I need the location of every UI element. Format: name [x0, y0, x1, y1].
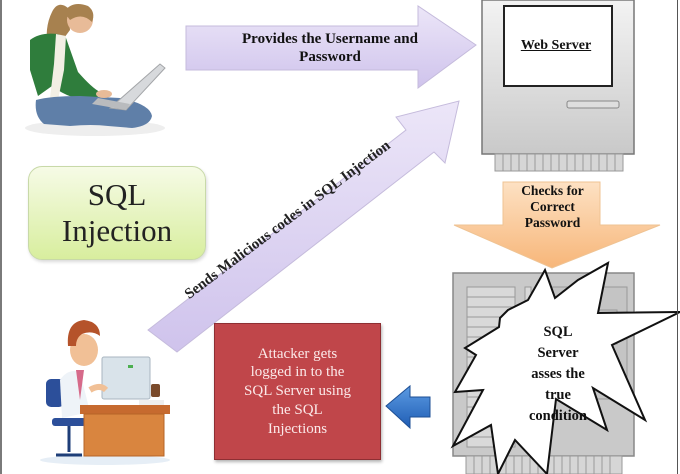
- label-line: Correct: [530, 199, 575, 215]
- arrow-checks-password-label: Checks for Correct Password: [505, 183, 600, 232]
- result-line: the SQL: [272, 401, 323, 418]
- label-line: asses the: [531, 366, 585, 383]
- label-line: true: [545, 387, 571, 404]
- result-line: Injections: [267, 420, 328, 437]
- attacker-result-box: Attacker gets logged in to the SQL Serve…: [214, 323, 381, 460]
- label-line: Checks for: [521, 183, 584, 198]
- label-line: Password: [524, 215, 581, 231]
- sql-injection-title-box: SQL Injection: [28, 166, 206, 260]
- web-server-illustration: [481, 0, 635, 172]
- arrow-provides-credentials: [185, 5, 477, 89]
- label-line: Server: [537, 345, 579, 362]
- left-border: [0, 0, 2, 474]
- attacker-illustration: [40, 320, 170, 465]
- arrow-malicious-code: [147, 100, 460, 353]
- sql-server-label: SQL Server asses the true condition: [508, 322, 608, 427]
- legit-user-illustration: [25, 4, 166, 136]
- title-line: SQL: [87, 177, 147, 213]
- starburst-callout: [450, 261, 680, 474]
- label-line: Password: [299, 49, 361, 65]
- label-line: condition: [528, 408, 587, 425]
- result-line: Attacker gets: [257, 345, 338, 362]
- blue-arrow-left: [385, 384, 431, 430]
- label-line: SQL: [543, 324, 573, 340]
- arrow-provides-credentials-label: Provides the Username and Password: [205, 30, 455, 66]
- title-line: Injection: [61, 213, 173, 248]
- arrow-checks-password: [453, 181, 661, 269]
- result-line: SQL Server using: [244, 383, 351, 400]
- web-server-label: Web Server: [520, 38, 592, 53]
- label-line: Provides the Username and: [242, 31, 418, 47]
- result-line: logged in to the: [250, 364, 345, 381]
